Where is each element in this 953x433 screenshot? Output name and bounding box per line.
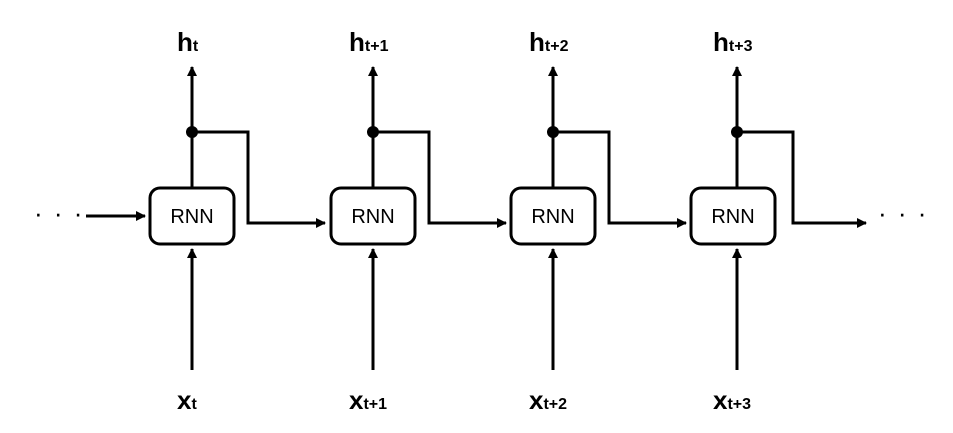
hidden-state-label: ht+3: [713, 27, 753, 57]
hidden-state-label: ht+1: [349, 27, 389, 57]
rnn-cell: [689, 186, 777, 246]
rnn-step-1: RNN ht+1 xt+1: [329, 27, 507, 415]
rnn-cell-label: RNN: [711, 206, 754, 228]
ellipsis-right: · · ·: [878, 198, 928, 228]
ellipsis-left: · · ·: [34, 198, 84, 228]
rnn-step-2: RNN ht+2 xt+2: [509, 27, 687, 415]
hidden-state-connector: [553, 130, 687, 228]
hidden-state-label: ht+2: [529, 27, 569, 57]
rnn-cell-label: RNN: [351, 206, 394, 228]
rnn-cell-label: RNN: [170, 206, 213, 228]
input-label: xt+1: [349, 385, 387, 415]
input-label: xt: [177, 385, 197, 415]
hidden-state-connector: [737, 130, 867, 228]
rnn-cell-label: RNN: [531, 206, 574, 228]
hidden-state-connector: [192, 130, 326, 228]
hidden-state-connector: [373, 130, 507, 228]
input-label: xt+2: [529, 385, 567, 415]
rnn-step-3: RNN ht+3 xt+3: [689, 27, 867, 415]
rnn-step-0: RNN ht xt: [148, 27, 326, 415]
hidden-state-label: ht: [177, 27, 199, 57]
input-label: xt+3: [713, 385, 751, 415]
